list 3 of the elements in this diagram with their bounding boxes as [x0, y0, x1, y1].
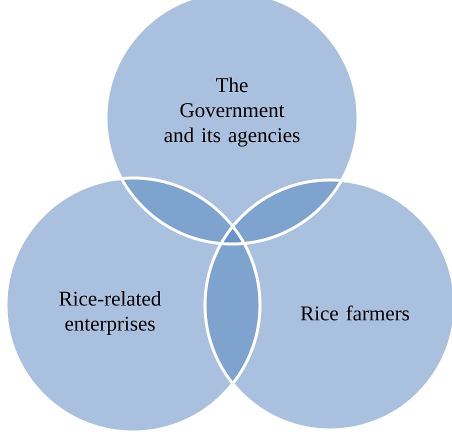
circle-label: The Government and its agencies — [164, 77, 300, 147]
circle-label: Rice-related enterprises — [59, 290, 162, 336]
circle-label: Rice farmers — [300, 306, 410, 320]
